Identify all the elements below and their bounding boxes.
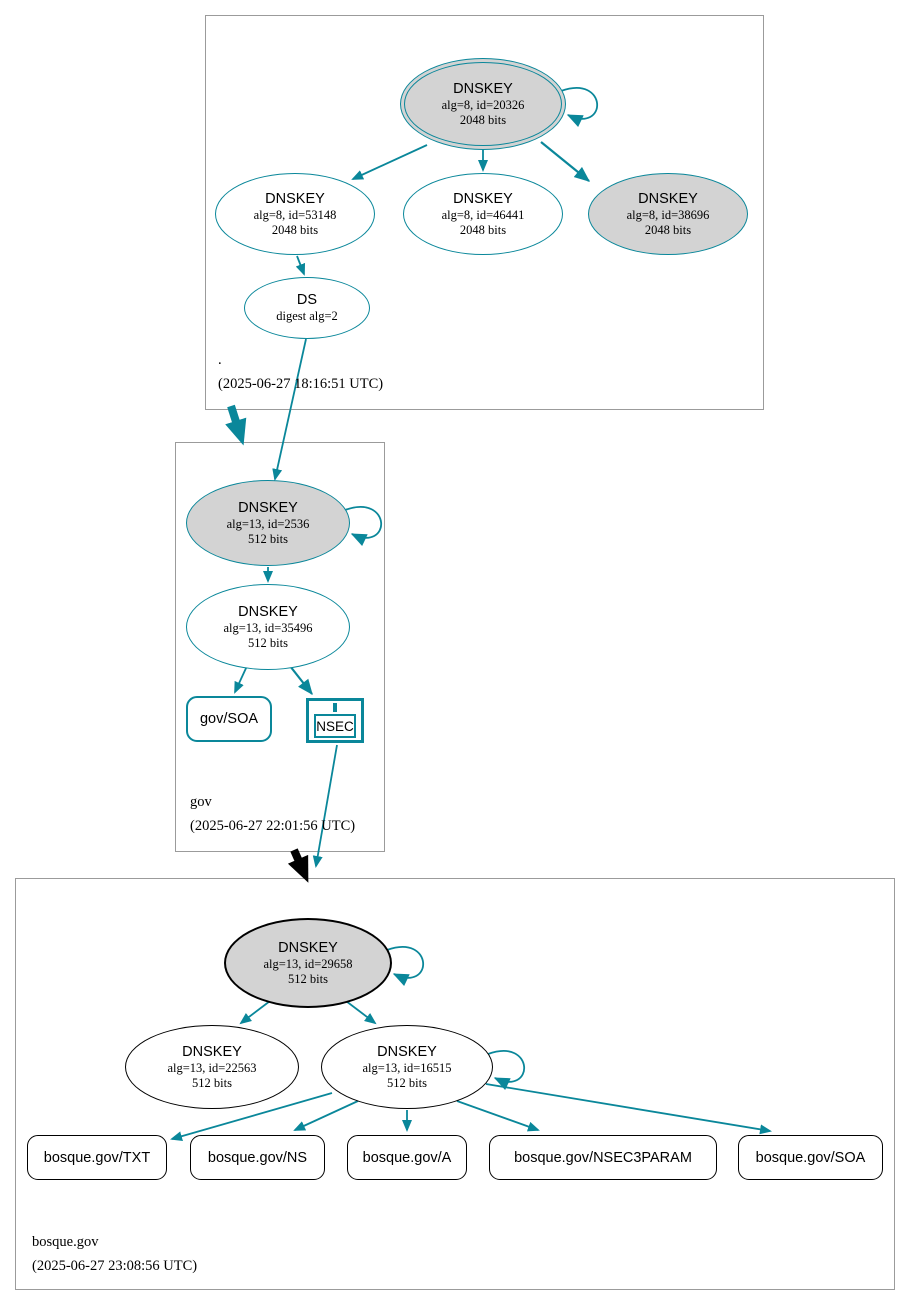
zone-timestamp: (2025-06-27 22:01:56 UTC) xyxy=(190,818,356,834)
node-title: DNSKEY xyxy=(182,1043,242,1060)
node-detail: alg=13, id=22563 xyxy=(167,1060,257,1075)
node-title: DNSKEY xyxy=(377,1043,437,1060)
edge-delegation-gov-to-bosque xyxy=(287,848,309,883)
node-detail: 2048 bits xyxy=(271,222,319,237)
rrset-label: bosque.gov/NS xyxy=(207,1149,308,1166)
sep-double-ring xyxy=(404,62,562,146)
nsec-label: NSEC xyxy=(314,714,356,738)
rrset-node-gov-soa[interactable]: gov/SOA xyxy=(186,696,272,742)
rrset-label: gov/SOA xyxy=(199,711,259,727)
rrset-node-bosque-ns[interactable]: bosque.gov/NS xyxy=(190,1135,325,1180)
node-detail: 2048 bits xyxy=(644,222,692,237)
dnskey-node-bosque-22563[interactable]: DNSKEY alg=13, id=22563 512 bits xyxy=(125,1025,299,1109)
node-detail: alg=13, id=2536 xyxy=(226,516,310,531)
node-detail: 512 bits xyxy=(248,635,288,650)
dnskey-node-bosque-16515[interactable]: DNSKEY alg=13, id=16515 512 bits xyxy=(321,1025,493,1109)
rrset-label: bosque.gov/SOA xyxy=(755,1149,866,1166)
node-detail: 512 bits xyxy=(387,1075,427,1090)
node-detail: alg=13, id=35496 xyxy=(223,620,313,635)
node-detail: alg=13, id=16515 xyxy=(362,1060,452,1075)
zone-cluster-root xyxy=(205,15,764,410)
node-detail: alg=8, id=46441 xyxy=(441,207,525,222)
dnskey-node-bosque-29658[interactable]: DNSKEY alg=13, id=29658 512 bits xyxy=(224,918,392,1008)
node-detail: 2048 bits xyxy=(459,222,507,237)
node-title: DS xyxy=(296,292,318,308)
zone-name: gov xyxy=(190,794,212,810)
node-title: DNSKEY xyxy=(278,939,338,956)
node-detail: 512 bits xyxy=(192,1075,232,1090)
rrset-node-bosque-soa[interactable]: bosque.gov/SOA xyxy=(738,1135,883,1180)
node-title: DNSKEY xyxy=(638,190,698,207)
dnskey-node-root-46441[interactable]: DNSKEY alg=8, id=46441 2048 bits xyxy=(403,173,563,255)
dnskey-node-root-38696[interactable]: DNSKEY alg=8, id=38696 2048 bits xyxy=(588,173,748,255)
zone-name: . xyxy=(218,352,222,368)
zone-timestamp: (2025-06-27 23:08:56 UTC) xyxy=(32,1258,198,1274)
rrset-node-bosque-txt[interactable]: bosque.gov/TXT xyxy=(27,1135,167,1180)
zone-timestamp: (2025-06-27 18:16:51 UTC) xyxy=(218,376,384,392)
rrset-node-bosque-nsec3param[interactable]: bosque.gov/NSEC3PARAM xyxy=(489,1135,717,1180)
node-detail: 512 bits xyxy=(248,531,288,546)
zone-label-root: . (2025-06-27 18:16:51 UTC) xyxy=(218,352,383,393)
zone-cluster-bosque-gov xyxy=(15,878,895,1290)
nsec-header-strip xyxy=(333,703,337,712)
rrset-node-bosque-a[interactable]: bosque.gov/A xyxy=(347,1135,467,1180)
node-title: DNSKEY xyxy=(238,499,298,516)
node-detail: alg=8, id=53148 xyxy=(253,207,337,222)
node-detail: alg=13, id=29658 xyxy=(263,956,353,971)
dnskey-node-root-20326[interactable]: DNSKEY alg=8, id=20326 2048 bits xyxy=(400,58,566,150)
dnskey-node-gov-2536[interactable]: DNSKEY alg=13, id=2536 512 bits xyxy=(186,480,350,566)
node-title: DNSKEY xyxy=(238,603,298,620)
node-title: DNSKEY xyxy=(265,190,325,207)
rrset-label: bosque.gov/TXT xyxy=(43,1149,151,1166)
zone-name: bosque.gov xyxy=(32,1234,99,1250)
node-title: DNSKEY xyxy=(453,190,513,207)
rrset-label: bosque.gov/NSEC3PARAM xyxy=(514,1149,692,1166)
rrset-label: bosque.gov/A xyxy=(362,1149,452,1166)
nsec-node-gov[interactable]: NSEC xyxy=(306,698,364,743)
node-detail: digest alg=2 xyxy=(276,309,338,323)
node-detail: alg=8, id=38696 xyxy=(626,207,710,222)
node-detail: 512 bits xyxy=(288,971,328,986)
zone-label-bosque-gov: bosque.gov (2025-06-27 23:08:56 UTC) xyxy=(32,1234,197,1275)
zone-label-gov: gov (2025-06-27 22:01:56 UTC) xyxy=(190,794,355,835)
dnskey-node-root-53148[interactable]: DNSKEY alg=8, id=53148 2048 bits xyxy=(215,173,375,255)
dnskey-node-gov-35496[interactable]: DNSKEY alg=13, id=35496 512 bits xyxy=(186,584,350,670)
ds-node-gov[interactable]: DS digest alg=2 xyxy=(244,277,370,339)
